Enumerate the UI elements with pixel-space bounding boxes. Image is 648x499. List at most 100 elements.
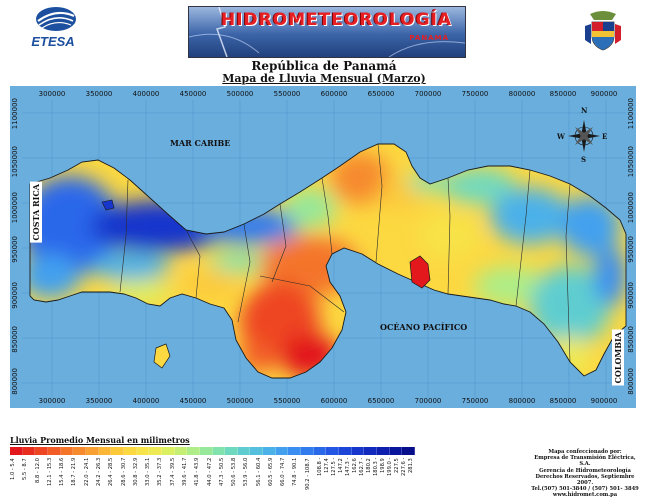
compass-east: E [602,132,608,141]
legend-swatch [339,447,352,455]
legend-labels: 1.0 - 5.4 5.5 - 8.7 8.8 - 12.0 12.1 - 15.3 1… [10,458,415,492]
legend-label: 41.8 - 43.9 [194,458,201,487]
caribbean-sea-label: MAR CARIBE [170,138,231,148]
legend-label: 24.2 - 26.3 [95,458,102,487]
x-tick: 750000 [461,90,489,98]
rainfall-map: 300000 350000 400000 450000 500000 55000… [10,86,636,408]
y-tick: 1000000 [11,192,19,224]
map-credits: Mapa confeccionado por: Empresa de Trans… [528,449,642,499]
legend-label: 1.0 - 5.4 [10,458,16,480]
costa-rica-label: COSTA RICA [30,182,42,243]
legend-swatch [377,447,390,455]
x-tick: 900000 [590,90,618,98]
legend-swatch [161,447,175,455]
legend-label: 5.5 - 8.7 [22,458,29,480]
compass-north: N [581,106,588,115]
legend-label: 8.8 - 12.0 [34,458,41,483]
legend-label: 39.6 - 41.7 [181,458,188,487]
legend-swatch [351,447,365,455]
pearl-islands [409,255,431,289]
legend-label: 22.0 - 24.1 [83,458,90,487]
legend-swatch [187,447,200,455]
y-tick: 800000 [11,368,19,395]
x-tick: 700000 [414,397,442,405]
y-tick: 800000 [627,368,635,395]
credit-line: www.hidromet.com.pa [552,492,618,499]
legend-swatch [326,447,340,455]
legend-label: 50.6 - 53.8 [231,458,238,487]
legend-label: 199.0 - 227.5 [387,458,401,477]
legend-label: 47.3 - 50.5 [218,458,225,487]
y-tick: 850000 [627,326,635,353]
lightning-rays-icon [189,7,465,57]
x-tick: 800000 [508,397,536,405]
legend-swatch [10,447,23,455]
x-tick: 600000 [320,90,348,98]
x-tick: 450000 [179,397,207,405]
x-tick: 550000 [273,397,301,405]
legend-swatch [199,447,213,455]
credit-line: Empresa de Transmisión Eléctrica, S.A. [534,455,636,468]
x-tick: 450000 [179,90,207,98]
compass-west: W [557,132,565,141]
legend-label: 90.2 - 108.7 [304,458,311,490]
x-tick: 850000 [549,397,577,405]
x-tick: 750000 [461,397,489,405]
legend-swatch [47,447,61,455]
legend-label: 147.3 - 162.6 [345,458,359,477]
legend-label: 26.4 - 28.5 [108,458,115,487]
legend-label: 44.0 - 47.2 [206,458,213,487]
x-tick: 500000 [226,397,254,405]
legend-swatch [149,447,162,455]
legend-label: 56.1 - 60.4 [255,458,262,487]
legend-label: 74.8 - 90.1 [292,458,299,487]
banner-title: HIDROMETEOROLOGÍA [221,10,453,30]
legend-title: Lluvia Promedio Mensual en milimetros [10,435,190,445]
legend-label: 60.5 - 65.9 [267,458,274,487]
x-tick: 650000 [367,90,395,98]
province-boundaries [119,143,571,363]
y-tick: 1050000 [11,146,19,178]
etesa-logo-text: ETESA [31,34,75,49]
legend-swatch [35,447,48,455]
compass-rose-icon [568,120,600,152]
legend-swatch [250,447,264,455]
legend-label: 180.3 - 198.9 [373,458,387,477]
legend-swatch [275,447,289,455]
credit-line: Tel.(507) 501-3840 / (507) 501- 3849 [531,486,639,493]
map-subtitle: Mapa de Lluvia Mensual (Marzo) [222,72,426,85]
legend-label: 37.4 - 39.5 [169,458,176,487]
legend-label: 12.1 - 15.3 [46,458,53,487]
legend-swatch [313,447,327,455]
x-tick: 850000 [549,90,577,98]
legend-swatch [225,447,238,455]
x-tick: 900000 [590,397,618,405]
legend-swatch [402,447,415,455]
x-tick: 400000 [132,90,160,98]
x-tick: 400000 [132,397,160,405]
x-tick: 300000 [38,90,66,98]
compass-south: S [581,155,587,164]
etesa-logo: ETESA [6,6,96,52]
x-tick: 550000 [273,90,301,98]
legend-swatch [237,447,251,455]
y-tick: 1100000 [11,98,19,130]
legend-label: 53.9 - 56.0 [243,458,250,487]
bocas-islands [101,199,115,211]
y-tick: 1000000 [627,192,635,224]
hidrometeorologia-banner: HIDROMETEOROLOGÍA PANAMÁ [188,6,466,58]
y-tick: 1050000 [627,146,635,178]
legend-label: 33.0 - 35.1 [145,458,152,487]
legend-swatch [136,447,150,455]
legend-swatch [73,447,86,455]
x-tick: 500000 [226,90,254,98]
x-tick: 350000 [85,90,113,98]
legend-swatch [60,447,74,455]
legend-swatch [22,447,36,455]
legend-swatch [111,447,124,455]
legend-swatch [389,447,403,455]
credit-line: Gerencia de Hidrometeorología [539,467,631,474]
coiba-island [153,343,171,369]
x-tick: 600000 [320,397,348,405]
legend-swatch [123,447,137,455]
